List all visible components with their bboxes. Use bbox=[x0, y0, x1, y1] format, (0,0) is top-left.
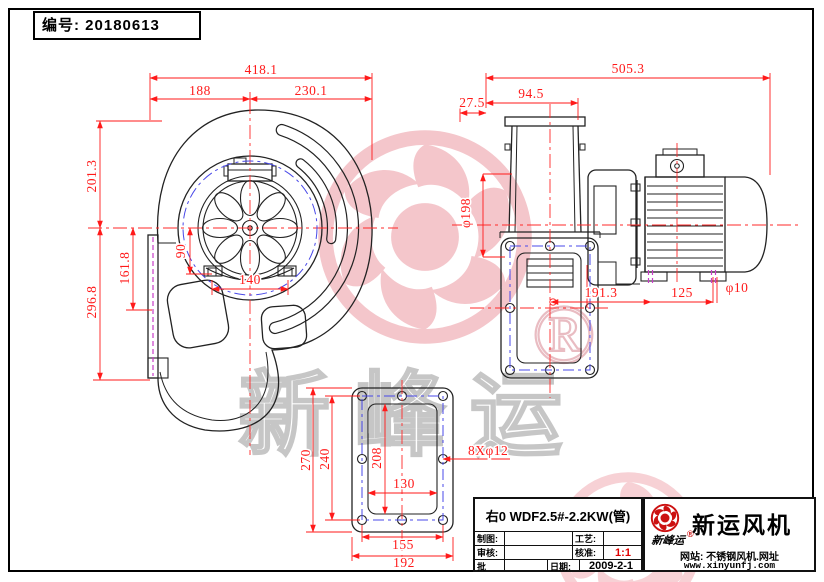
motor-terminal-box bbox=[655, 154, 705, 178]
dim-d198: φ198 bbox=[458, 198, 473, 228]
dim-94: 94.5 bbox=[518, 86, 544, 101]
dim-8xd12: 8Xφ12 bbox=[468, 443, 508, 458]
company-logo-script: 新峰运 bbox=[650, 535, 686, 547]
volute-cutout-right bbox=[260, 304, 308, 350]
centerlines bbox=[88, 100, 802, 558]
process-value bbox=[603, 531, 642, 545]
date-label: 日期: bbox=[547, 559, 579, 572]
dim-188: 188 bbox=[189, 83, 211, 98]
batch-label: 批 bbox=[475, 559, 504, 572]
batch-value bbox=[504, 559, 547, 572]
dim-191: 191.3 bbox=[585, 285, 618, 300]
dim-27: 27.5 bbox=[459, 95, 485, 110]
volute-outline bbox=[156, 109, 373, 432]
approved-label: 核准: bbox=[572, 545, 603, 559]
motor-end-cap bbox=[725, 176, 768, 273]
company-block: 新峰运 ® 新运风机 网站: 不锈钢风机.网址 www.xinyunfj.com bbox=[643, 497, 816, 572]
dim-296: 296.8 bbox=[84, 286, 99, 319]
flange-outer bbox=[351, 387, 454, 533]
motor-bracket bbox=[587, 169, 637, 286]
volute-cutout-left bbox=[166, 279, 230, 349]
title-block: 右0 WDF2.5#-2.2KW(管) 制图: 工艺: 审核: 核准: 1:1 … bbox=[473, 497, 643, 572]
volute-inner-line bbox=[159, 351, 269, 421]
company-logo-icon bbox=[650, 503, 680, 533]
dim-240: 240 bbox=[317, 448, 332, 470]
dim-90: 90 bbox=[173, 244, 188, 259]
drawn-label: 制图: bbox=[475, 531, 504, 545]
dim-155: 155 bbox=[392, 537, 414, 552]
company-website-cn: 网站: 不锈钢风机.网址 bbox=[680, 552, 779, 563]
dimension-labels: 418.1 188 230.1 201.3 296.8 161.8 90 140… bbox=[83, 60, 750, 572]
date-value: 2009-2-1 bbox=[579, 559, 642, 572]
dim-208: 208 bbox=[369, 447, 384, 469]
company-name: 新运风机 bbox=[692, 512, 792, 538]
volute-slot-long bbox=[268, 123, 360, 335]
dim-140: 140 bbox=[239, 272, 261, 287]
dim-d10: φ10 bbox=[726, 280, 749, 295]
motor-fins bbox=[647, 185, 723, 267]
serial-number-box: 编号: 20180613 bbox=[33, 11, 201, 40]
dim-270: 270 bbox=[298, 449, 313, 471]
dim-192: 192 bbox=[393, 555, 415, 570]
flange-inner bbox=[367, 403, 438, 515]
scale-value: 1:1 bbox=[603, 545, 642, 559]
motor-foot-left bbox=[640, 271, 668, 282]
registered-mark: ® bbox=[687, 529, 694, 539]
dimension-lines bbox=[93, 73, 771, 561]
drawing-title: 右0 WDF2.5#-2.2KW(管) bbox=[475, 499, 641, 532]
dim-230: 230.1 bbox=[295, 83, 328, 98]
checked-value bbox=[504, 545, 572, 559]
flange-face-lines bbox=[152, 237, 717, 376]
drawn-value bbox=[504, 531, 572, 545]
dim-201: 201.3 bbox=[84, 160, 99, 193]
checked-label: 审核: bbox=[475, 545, 504, 559]
brand-watermark-text: 新峰运 bbox=[238, 365, 586, 467]
dim-125: 125 bbox=[671, 285, 693, 300]
brand-fan-watermark-icon bbox=[323, 138, 528, 337]
volute-slot-short bbox=[295, 158, 338, 245]
serial-number: 编号: 20180613 bbox=[42, 17, 160, 34]
outlet-flange-foot bbox=[147, 357, 169, 379]
company-website-url: www.xinyunfj.com bbox=[683, 560, 776, 571]
dim-505: 505.3 bbox=[612, 61, 645, 76]
dim-418: 418.1 bbox=[245, 62, 278, 77]
dim-161: 161.8 bbox=[117, 252, 132, 285]
inlet-duct-flange bbox=[504, 116, 586, 127]
dim-130: 130 bbox=[393, 476, 415, 491]
process-label: 工艺: bbox=[572, 531, 603, 545]
